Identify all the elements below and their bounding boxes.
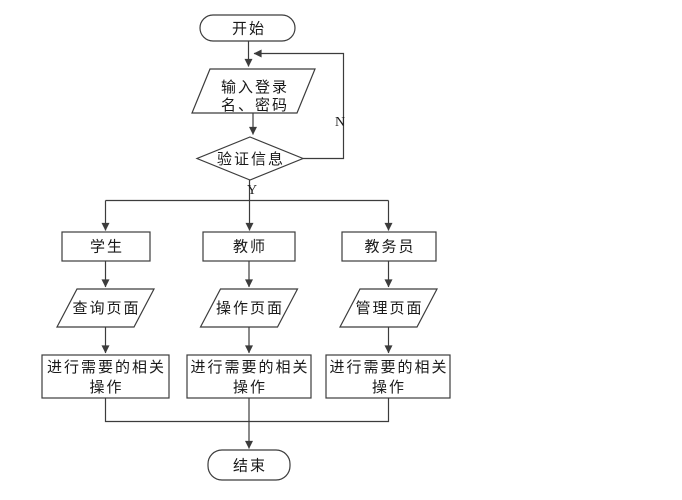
start-label: 开始 [232,21,266,38]
action-student-process [41,354,170,399]
teacher-process [202,231,296,262]
start-terminator [199,14,296,42]
teacher-label: 教师 [233,239,267,256]
end-label: 结束 [233,458,267,475]
action-student-label-line1: 进行需要的相关 [47,359,166,376]
query-page-label: 查询页面 [72,300,140,317]
branch-yes-label: Y [247,183,257,198]
manage-page-parallelogram [339,288,438,328]
registrar-label: 教务员 [364,239,415,256]
verify-label: 验证信息 [217,151,285,168]
merge-line [104,398,390,423]
manage-page-label: 管理页面 [355,300,423,317]
action-registrar-label-line1: 进行需要的相关 [329,359,448,376]
branch-no-label: N [335,115,345,130]
arrow-verify-no-loop [253,49,345,160]
query-page-parallelogram [56,288,155,328]
input-login-parallelogram [191,68,316,114]
operate-page-parallelogram [199,288,299,328]
student-label: 学生 [90,239,124,256]
input-login-label-line1: 输入登录 [221,79,289,96]
flowchart-edges [101,41,393,449]
student-process [61,231,151,262]
action-teacher-process [186,354,312,399]
input-login-label-line2: 名、密码 [221,97,289,114]
verify-decision-diamond [195,136,305,181]
registrar-process [341,231,437,262]
action-teacher-label-line2: 操作 [233,379,267,396]
action-registrar-process [325,354,451,399]
action-teacher-label-line1: 进行需要的相关 [190,359,309,376]
flowchart-labels: 开始 输入登录 名、密码 验证信息 N Y 学生 教师 教务员 查询页面 操作页… [47,21,448,475]
action-registrar-label-line2: 操作 [372,379,406,396]
flowchart-nodes [41,14,451,481]
action-student-label-line2: 操作 [89,379,123,396]
end-terminator [207,449,291,481]
operate-page-label: 操作页面 [216,300,284,317]
